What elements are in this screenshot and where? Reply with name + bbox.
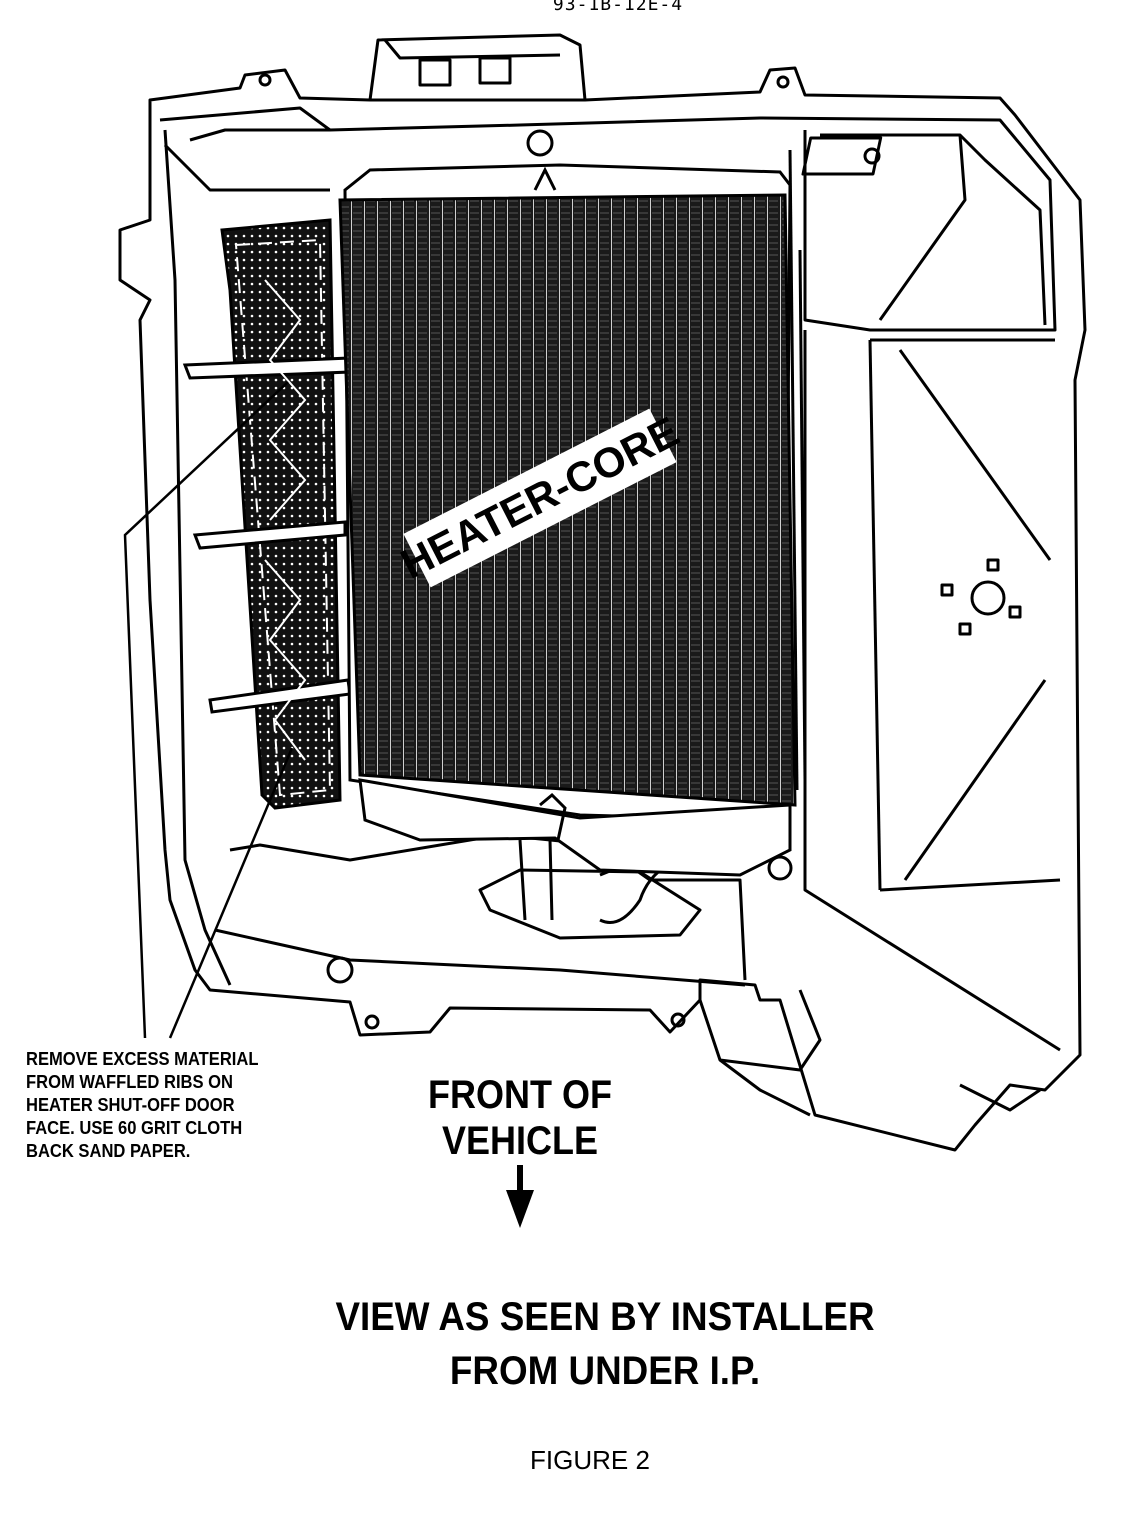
direction-line: FRONT OF xyxy=(428,1073,612,1117)
view-caption-line: FROM UNDER I.P. xyxy=(449,1349,761,1393)
callout-line: FACE. USE 60 GRIT CLOTH xyxy=(26,1118,243,1138)
callout-line: HEATER SHUT-OFF DOOR xyxy=(26,1095,235,1115)
figure-label: FIGURE 2 xyxy=(530,1445,650,1475)
callout-note: REMOVE EXCESS MATERIAL FROM WAFFLED RIBS… xyxy=(26,1048,320,1163)
callout-line: BACK SAND PAPER. xyxy=(26,1141,191,1161)
callout-line: REMOVE EXCESS MATERIAL xyxy=(26,1049,259,1069)
view-caption-line: VIEW AS SEEN BY INSTALLER xyxy=(335,1295,875,1339)
view-caption: VIEW AS SEEN BY INSTALLER FROM UNDER I.P… xyxy=(214,1290,996,1398)
callout-line: FROM WAFFLED RIBS ON xyxy=(26,1072,233,1092)
callout-leader-lines xyxy=(123,381,294,1039)
housing-outline xyxy=(118,33,1087,1152)
arrow-down-icon xyxy=(506,1165,534,1228)
heater-core xyxy=(338,163,797,877)
direction-line: VEHICLE xyxy=(441,1119,599,1163)
shut-off-door xyxy=(182,218,352,810)
front-of-vehicle-label: FRONT OF VEHICLE xyxy=(403,1072,637,1164)
document-number: 93-1B-12E-4 xyxy=(552,0,684,15)
